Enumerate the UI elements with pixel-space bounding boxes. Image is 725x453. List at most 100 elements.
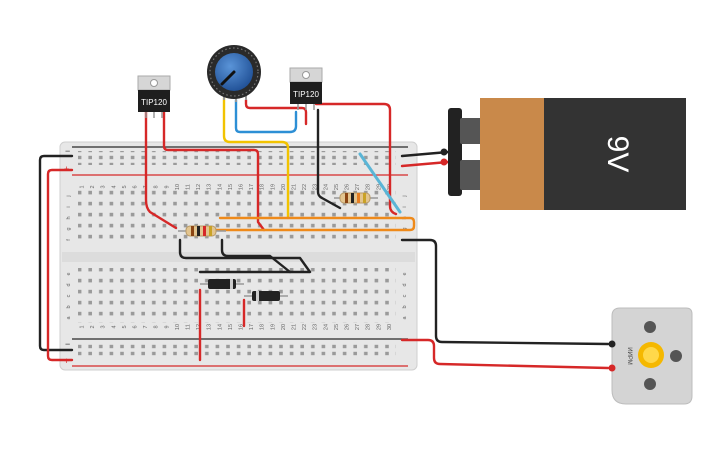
pot-knob-indicator	[220, 70, 236, 86]
row-letter: c	[66, 294, 72, 297]
column-number: 16	[239, 184, 245, 190]
column-number: 5	[122, 185, 128, 188]
row-letter: d	[66, 283, 72, 286]
dc-motor[interactable]: ИИРМ	[608, 307, 693, 405]
column-number: 16	[239, 324, 245, 330]
column-number: 25	[334, 324, 340, 330]
column-number: 25	[334, 184, 340, 190]
column-number: 18	[260, 184, 266, 190]
row-letter: d	[402, 283, 408, 286]
column-number: 24	[323, 184, 329, 190]
wire-orange[interactable]	[188, 216, 416, 232]
wire-lightblue[interactable]	[358, 152, 402, 214]
column-number: 13	[207, 184, 213, 190]
column-number: 19	[270, 324, 276, 330]
bottom-power-rail[interactable]: − +	[64, 338, 408, 367]
battery-label: 9V	[601, 136, 634, 173]
wire-red-top[interactable]	[314, 102, 398, 216]
column-number: 29	[376, 324, 382, 330]
wire-red-q1-b[interactable]	[162, 110, 266, 232]
column-number: 21	[292, 324, 298, 330]
column-number: 28	[366, 324, 372, 330]
column-number: 23	[313, 324, 319, 330]
rail-minus-label: −	[65, 146, 70, 156]
wire-red-q1[interactable]	[144, 110, 178, 230]
battery-9v[interactable]: 9V	[448, 98, 686, 210]
wires	[38, 96, 610, 370]
column-number: 2	[90, 325, 96, 328]
transistor-q2-label: TIP120	[293, 90, 319, 99]
battery-lead-black[interactable]	[440, 148, 448, 156]
column-number: 21	[292, 184, 298, 190]
column-number: 12	[196, 184, 202, 190]
wire-red-batt[interactable]	[400, 160, 450, 168]
column-number: 3	[101, 325, 107, 328]
row-letter: h	[66, 216, 72, 219]
row-letter: b	[402, 305, 408, 308]
battery-lead-red[interactable]	[440, 158, 448, 166]
transistor-q1-label: TIP120	[141, 98, 167, 107]
column-number: 6	[133, 185, 139, 188]
column-number: 27	[355, 324, 361, 330]
row-letter: e	[402, 272, 408, 275]
row-letter: c	[402, 294, 408, 297]
terminal-strip-bottom[interactable]	[78, 268, 396, 323]
column-number: 19	[270, 184, 276, 190]
resistor-2[interactable]	[334, 192, 378, 204]
row-letter: f	[66, 239, 72, 241]
potentiometer[interactable]	[207, 45, 261, 102]
column-number: 8	[154, 185, 160, 188]
wire-black-motor[interactable]	[400, 238, 610, 346]
wire-black-batt[interactable]	[400, 150, 450, 158]
column-number: 17	[249, 324, 255, 330]
wire-yellow-pot[interactable]	[222, 96, 290, 220]
transistor-q2[interactable]: TIP120	[289, 67, 323, 110]
column-number: 22	[302, 184, 308, 190]
rail-minus-label-bottom: −	[65, 339, 70, 349]
column-number: 11	[186, 324, 192, 330]
row-letter: i	[402, 206, 408, 207]
row-letter: i	[66, 206, 72, 207]
column-number: 28	[366, 184, 372, 190]
diode-2[interactable]	[244, 291, 288, 301]
wire-red-motor[interactable]	[400, 338, 610, 370]
wire-black-jump-1[interactable]	[178, 238, 312, 274]
column-number: 14	[217, 184, 223, 190]
wire-red-left[interactable]	[46, 168, 74, 362]
column-number: 18	[260, 324, 266, 330]
column-number: 7	[143, 325, 149, 328]
wire-black-left[interactable]	[38, 154, 74, 352]
wire-black-q2[interactable]	[316, 108, 342, 210]
column-number: 11	[186, 184, 192, 190]
column-number: 20	[281, 324, 287, 330]
column-number: 24	[323, 324, 329, 330]
column-number: 30	[387, 324, 393, 330]
column-number: 8	[154, 325, 160, 328]
wire-blue-pot[interactable]	[234, 98, 298, 134]
row-letter: g	[66, 227, 72, 230]
column-number: 26	[345, 184, 351, 190]
column-number: 13	[207, 324, 213, 330]
top-power-rail[interactable]: − +	[64, 146, 408, 176]
column-number: 2	[90, 185, 96, 188]
column-number: 26	[345, 324, 351, 330]
row-letter: j	[66, 195, 72, 197]
column-number: 4	[111, 325, 117, 328]
column-number: 17	[249, 184, 255, 190]
diode-1[interactable]	[200, 279, 244, 289]
wire-black-jump-2[interactable]	[220, 238, 292, 274]
row-letter: e	[66, 272, 72, 275]
motor-terminal-black[interactable]	[608, 340, 616, 348]
row-letter: a	[402, 316, 408, 320]
motor-terminal-red[interactable]	[608, 364, 616, 372]
row-letter: j	[402, 195, 408, 197]
column-number: 15	[228, 184, 234, 190]
resistor-1[interactable]	[178, 225, 226, 237]
transistor-q1[interactable]: TIP120	[137, 75, 171, 118]
column-number: 6	[133, 325, 139, 328]
wire-red-pot[interactable]	[244, 98, 308, 126]
column-number: 23	[313, 184, 319, 190]
column-number: 22	[302, 324, 308, 330]
